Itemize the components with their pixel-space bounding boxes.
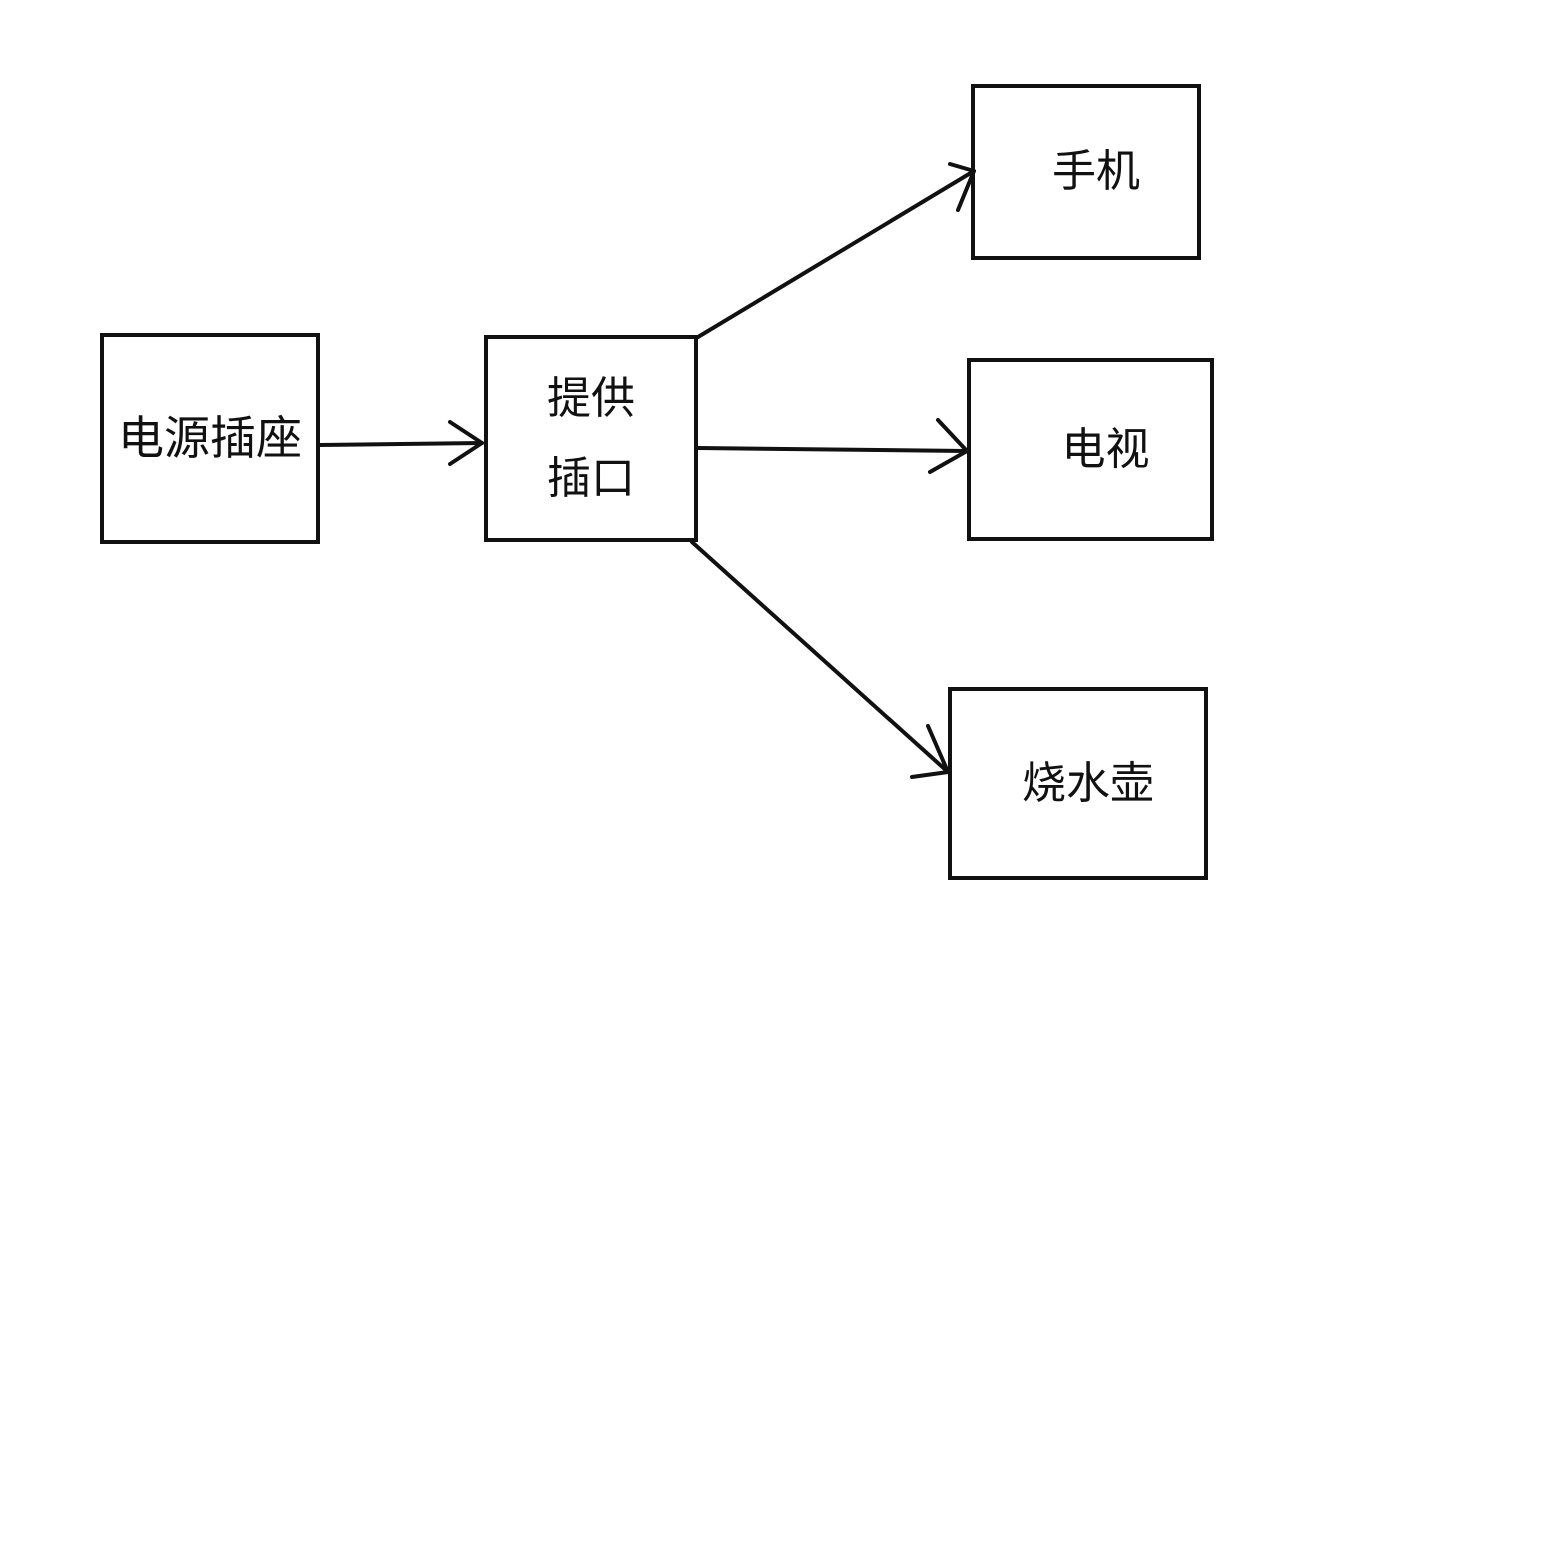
arrow-hub-to-phone xyxy=(696,162,976,339)
node-phone: 手机 xyxy=(971,84,1201,260)
node-phone-label: 手机 xyxy=(1052,146,1140,198)
node-kettle-label: 烧水壶 xyxy=(1022,757,1154,809)
arrow-hub-to-tv xyxy=(696,418,969,474)
node-provide-outlet: 提供 插口 xyxy=(484,335,698,542)
node-provide-outlet-label: 提供 插口 xyxy=(547,359,635,517)
node-tv: 电视 xyxy=(967,358,1214,541)
arrow-source-to-hub xyxy=(318,420,484,466)
node-power-socket-label: 电源插座 xyxy=(118,411,302,466)
node-power-socket: 电源插座 xyxy=(100,333,320,544)
node-provide-outlet-label-line1: 提供 xyxy=(547,373,635,425)
node-tv-label: 电视 xyxy=(1061,423,1150,475)
arrow-hub-to-kettle xyxy=(690,540,950,779)
node-provide-outlet-label-line2: 插口 xyxy=(547,452,635,504)
node-kettle: 烧水壶 xyxy=(948,687,1208,880)
